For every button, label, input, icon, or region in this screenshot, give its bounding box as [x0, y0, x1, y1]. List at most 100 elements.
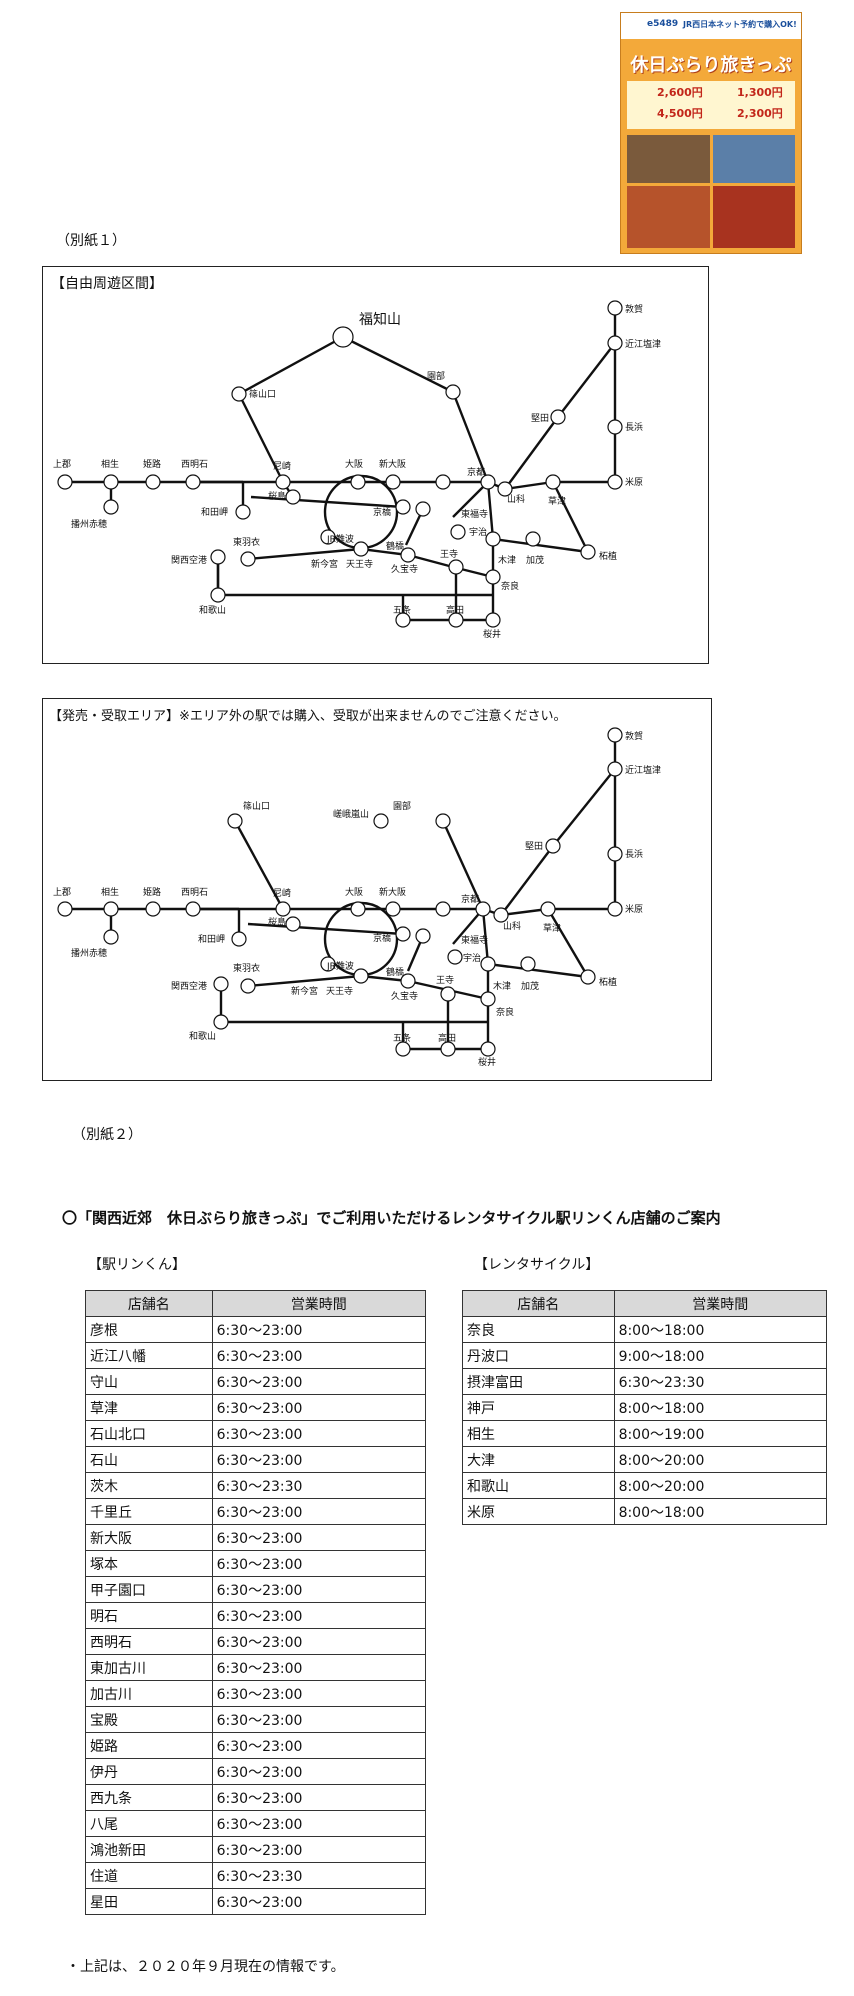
hours-cell: 6:30～23:30 [212, 1473, 425, 1499]
table-row: 新大阪6:30～23:00 [86, 1525, 426, 1551]
station-label: 関西空港 [171, 980, 207, 992]
store-name-cell: 宝殿 [86, 1707, 213, 1733]
hours-cell: 6:30～23:00 [212, 1759, 425, 1785]
store-name-cell: 明石 [86, 1603, 213, 1629]
store-name-cell: 伊丹 [86, 1759, 213, 1785]
poster-photo [627, 186, 710, 248]
store-name-cell: 相生 [463, 1421, 615, 1447]
store-name-cell: 大津 [463, 1447, 615, 1473]
column-header: 店舗名 [86, 1291, 213, 1317]
hours-cell: 8:00～18:00 [614, 1317, 826, 1343]
station-label: 東羽衣 [233, 962, 260, 974]
station-label: 天王寺 [326, 986, 353, 997]
station-label: 東福寺 [461, 508, 488, 520]
hours-cell: 6:30～23:00 [212, 1343, 425, 1369]
station-label: 京橋 [373, 506, 391, 518]
station-label: 新今宮 [311, 558, 338, 570]
table-row: 鴻池新田6:30～23:00 [86, 1837, 426, 1863]
station-label: 姫路 [143, 886, 161, 898]
store-name-cell: 東加古川 [86, 1655, 213, 1681]
column-header: 営業時間 [212, 1291, 425, 1317]
table-row: 丹波口9:00～18:00 [463, 1343, 827, 1369]
store-name-cell: 住道 [86, 1863, 213, 1889]
ekirin-title: 【駅リンくん】 [88, 1254, 186, 1274]
station-label: 奈良 [501, 580, 519, 592]
station-label: 大阪 [345, 458, 363, 470]
station-label: 園部 [427, 370, 445, 382]
poster-photos [627, 186, 795, 248]
station-label: 姫路 [143, 458, 161, 470]
station-label: 桜島 [268, 490, 286, 502]
store-name-cell: 鴻池新田 [86, 1837, 213, 1863]
station-label: 篠山口 [243, 800, 270, 812]
station-label: 東羽衣 [233, 536, 260, 548]
station-label: 近江塩津 [625, 338, 661, 350]
attachment-1-label: （別紙１） [56, 230, 126, 250]
poster-photo [627, 135, 710, 183]
station-label: 敦賀 [625, 730, 643, 742]
station-label: 鶴橋 [386, 966, 404, 978]
poster-price: 4,500円 [657, 105, 703, 121]
station-label: 五条 [393, 1032, 411, 1044]
hours-cell: 6:30～23:00 [212, 1837, 425, 1863]
table-row: 加古川6:30～23:00 [86, 1681, 426, 1707]
station-label: 久宝寺 [391, 990, 418, 1002]
station-label: 和田岬 [201, 507, 228, 518]
column-header: 営業時間 [614, 1291, 826, 1317]
hours-cell: 6:30～23:00 [212, 1629, 425, 1655]
station-label: 草津 [548, 495, 566, 507]
poster-header: JR西日本ネット予約で購入OK! [683, 19, 797, 30]
table-row: 草津6:30～23:00 [86, 1395, 426, 1421]
table-row: 彦根6:30～23:00 [86, 1317, 426, 1343]
poster-price: 2,300円 [737, 105, 783, 121]
table-row: 守山6:30～23:00 [86, 1369, 426, 1395]
station-label: 久宝寺 [391, 563, 418, 575]
store-name-cell: 丹波口 [463, 1343, 615, 1369]
station-label: 桜島 [268, 916, 286, 928]
station-label: 鶴橋 [386, 540, 404, 552]
poster-photos [627, 135, 795, 183]
store-name-cell: 西九条 [86, 1785, 213, 1811]
station-label: 京都 [467, 466, 485, 478]
store-name-cell: 新大阪 [86, 1525, 213, 1551]
station-label: 高田 [438, 1032, 456, 1044]
station-label: 尼崎 [273, 460, 291, 472]
station-label: 園部 [393, 800, 411, 812]
poster-price-box: 2,600円 1,300円 4,500円 2,300円 [627, 81, 795, 129]
station-label: 王寺 [436, 975, 454, 986]
store-name-cell: 石山 [86, 1447, 213, 1473]
station-label: 尼崎 [273, 887, 291, 899]
station-label: 西明石 [181, 459, 208, 470]
store-name-cell: 西明石 [86, 1629, 213, 1655]
station-label: 山科 [507, 493, 525, 505]
station-label: 和歌山 [199, 604, 226, 616]
station-label: 王寺 [440, 549, 458, 560]
station-label: 相生 [101, 886, 119, 898]
station-label: 木津 [493, 980, 511, 992]
station-label: JR難波 [326, 960, 354, 972]
station-label: 桜井 [478, 1056, 496, 1068]
hours-cell: 6:30～23:00 [212, 1603, 425, 1629]
hours-cell: 6:30～23:00 [212, 1421, 425, 1447]
station-label: 近江塩津 [625, 764, 661, 776]
hours-cell: 6:30～23:00 [212, 1889, 425, 1915]
hours-cell: 8:00～18:00 [614, 1395, 826, 1421]
section-heading: 〇「関西近郊 休日ぶらり旅きっぷ」でご利用いただけるレンタサイクル駅リンくん店舗… [62, 1207, 721, 1228]
station-label: 堅田 [525, 841, 543, 852]
store-name-cell: 奈良 [463, 1317, 615, 1343]
store-name-cell: 八尾 [86, 1811, 213, 1837]
hours-cell: 6:30～23:00 [212, 1577, 425, 1603]
poster-title: 休日ぶらり旅きっぷ [621, 51, 801, 77]
poster-price: 2,600円 [657, 84, 703, 100]
